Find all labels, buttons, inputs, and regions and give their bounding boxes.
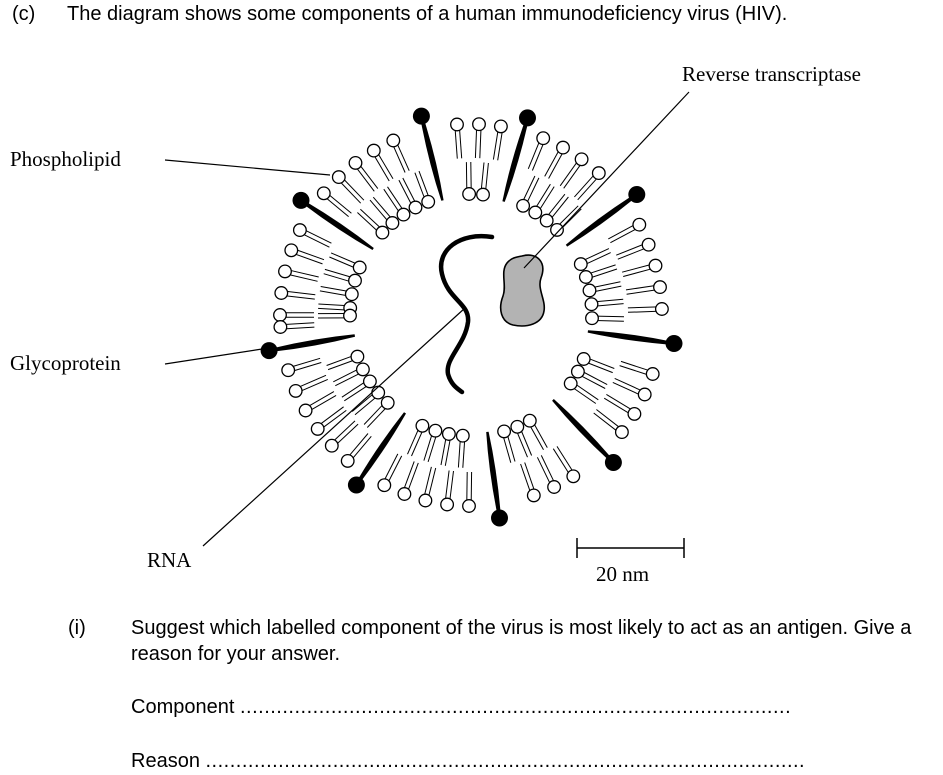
glycoprotein-leader [164, 348, 263, 365]
phospholipid-leader [164, 159, 331, 176]
glycoprotein-spike [565, 186, 646, 247]
rna-leader [202, 307, 466, 547]
reason-answer-dots[interactable]: ........................................… [205, 750, 806, 772]
hiv-diagram: Reverse transcriptase Phospholipid Glyco… [10, 62, 861, 586]
glycoprotein-spike [552, 399, 622, 471]
rna-label: RNA [147, 548, 192, 572]
component-answer-line[interactable]: Component ..............................… [131, 694, 791, 720]
glycoprotein-spike [587, 330, 683, 352]
phospholipid-membrane [273, 117, 669, 513]
scale-bar [576, 538, 685, 558]
component-answer-dots[interactable]: ........................................… [239, 696, 792, 718]
glycoprotein-spikes [260, 107, 683, 527]
sub-question-number: (i) [68, 617, 86, 639]
reverse-transcriptase-leader [523, 91, 690, 269]
rna-strand [438, 233, 495, 395]
glycoprotein-spike [260, 334, 355, 360]
scale-bar-label: 20 nm [596, 562, 649, 586]
reverse-transcriptase-label: Reverse transcriptase [682, 62, 861, 86]
reason-answer-line[interactable]: Reason .................................… [131, 748, 805, 774]
phospholipid-label: Phospholipid [10, 147, 121, 171]
glycoprotein-spike [412, 107, 444, 201]
sub-question-text: Suggest which labelled component of the … [131, 617, 912, 665]
glycoprotein-spike [347, 412, 406, 494]
reason-label: Reason [131, 750, 200, 772]
glycoprotein-spike [292, 191, 374, 250]
question-text: The diagram shows some components of a h… [67, 3, 788, 25]
question-part-label: (c) [12, 3, 36, 25]
glycoprotein-label: Glycoprotein [10, 351, 121, 375]
glycoprotein-spike [486, 431, 508, 527]
component-label: Component [131, 696, 235, 718]
glycoprotein-spike [502, 109, 536, 202]
reverse-transcriptase-enzyme [499, 254, 546, 327]
